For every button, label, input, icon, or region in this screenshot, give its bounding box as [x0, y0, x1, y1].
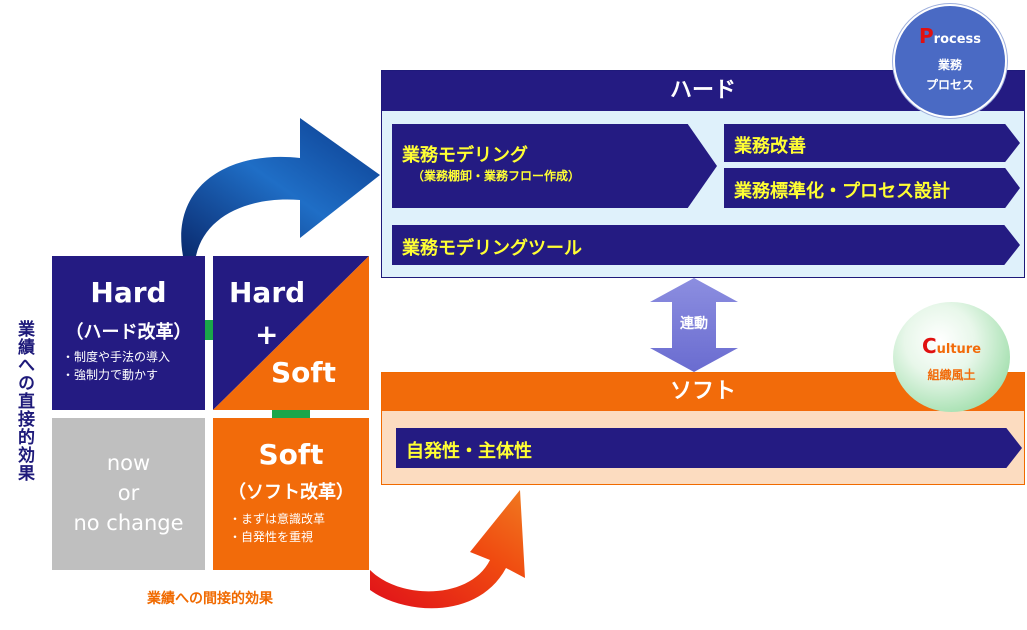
hard-title: Hard	[90, 276, 167, 309]
link-double-arrow	[650, 278, 738, 372]
modeling-tool-chevron: 業務モデリングツール	[392, 225, 1020, 265]
hard-bullet: ・強制力で動かす	[62, 368, 159, 382]
modeling-tool-label: 業務モデリングツール	[402, 238, 582, 259]
process-rest: rocess	[933, 32, 981, 47]
no-change-line: no change	[73, 511, 184, 535]
process-sub2: プロセス	[925, 78, 974, 92]
hard-plus-soft-plus: +	[255, 318, 279, 351]
soft-title: Soft	[258, 438, 324, 471]
indirect-effect-axis-label: 業績への間接的効果	[147, 591, 273, 607]
hard-soft-orange-triangle	[213, 256, 369, 410]
soft-bullet: ・まずは意識改革	[229, 512, 326, 526]
hard-bullet: ・制度や手法の導入	[62, 350, 171, 364]
autonomy-chevron: 自発性・主体性	[396, 428, 1022, 468]
process-title: Process	[895, 24, 1005, 48]
business-improvement-label: 業務改善	[734, 136, 806, 157]
soft-quadrant: Soft （ソフト改革） ・まずは意識改革 ・自発性を重視	[213, 418, 369, 570]
culture-initial: C	[921, 334, 937, 358]
process-sub1: 業務	[937, 58, 962, 72]
hard-plus-soft-line3: Soft	[271, 356, 336, 389]
culture-rest: ulture	[936, 342, 982, 357]
standardization-label: 業務標準化・プロセス設計	[734, 181, 950, 202]
hard-quadrant: Hard （ハード改革） ・制度や手法の導入 ・強制力で動かす	[52, 256, 205, 410]
hard-plus-soft-quadrant: Hard + Soft	[213, 256, 369, 410]
red-curved-arrow	[370, 490, 525, 609]
blue-curved-arrow	[181, 118, 380, 256]
process-circle: Process 業務 プロセス	[893, 4, 1007, 118]
business-modeling-chevron: 業務モデリング （業務棚卸・業務フロー作成）	[392, 124, 717, 208]
direct-effect-axis-label: 業績への直接的効果	[14, 320, 34, 482]
process-initial: P	[918, 24, 934, 48]
culture-title: Culture	[893, 334, 1010, 358]
hard-plus-soft-line1: Hard	[229, 276, 306, 309]
link-label: 連動	[680, 316, 708, 332]
culture-sub1: 組織風土	[927, 368, 976, 382]
soft-bullet: ・自発性を重視	[229, 530, 314, 544]
business-modeling-sublabel: （業務棚卸・業務フロー作成）	[412, 169, 581, 183]
hard-subtitle: （ハード改革）	[65, 322, 192, 343]
business-improvement-chevron: 業務改善	[724, 124, 1020, 162]
business-modeling-label: 業務モデリング	[402, 145, 528, 166]
soft-subtitle: （ソフト改革）	[228, 482, 354, 503]
culture-circle: Culture 組織風土	[893, 302, 1010, 412]
no-change-quadrant: now or no change	[52, 418, 205, 570]
no-change-line: or	[117, 481, 140, 505]
no-change-line: now	[106, 451, 151, 475]
standardization-chevron: 業務標準化・プロセス設計	[724, 168, 1020, 208]
autonomy-label: 自発性・主体性	[406, 441, 532, 462]
